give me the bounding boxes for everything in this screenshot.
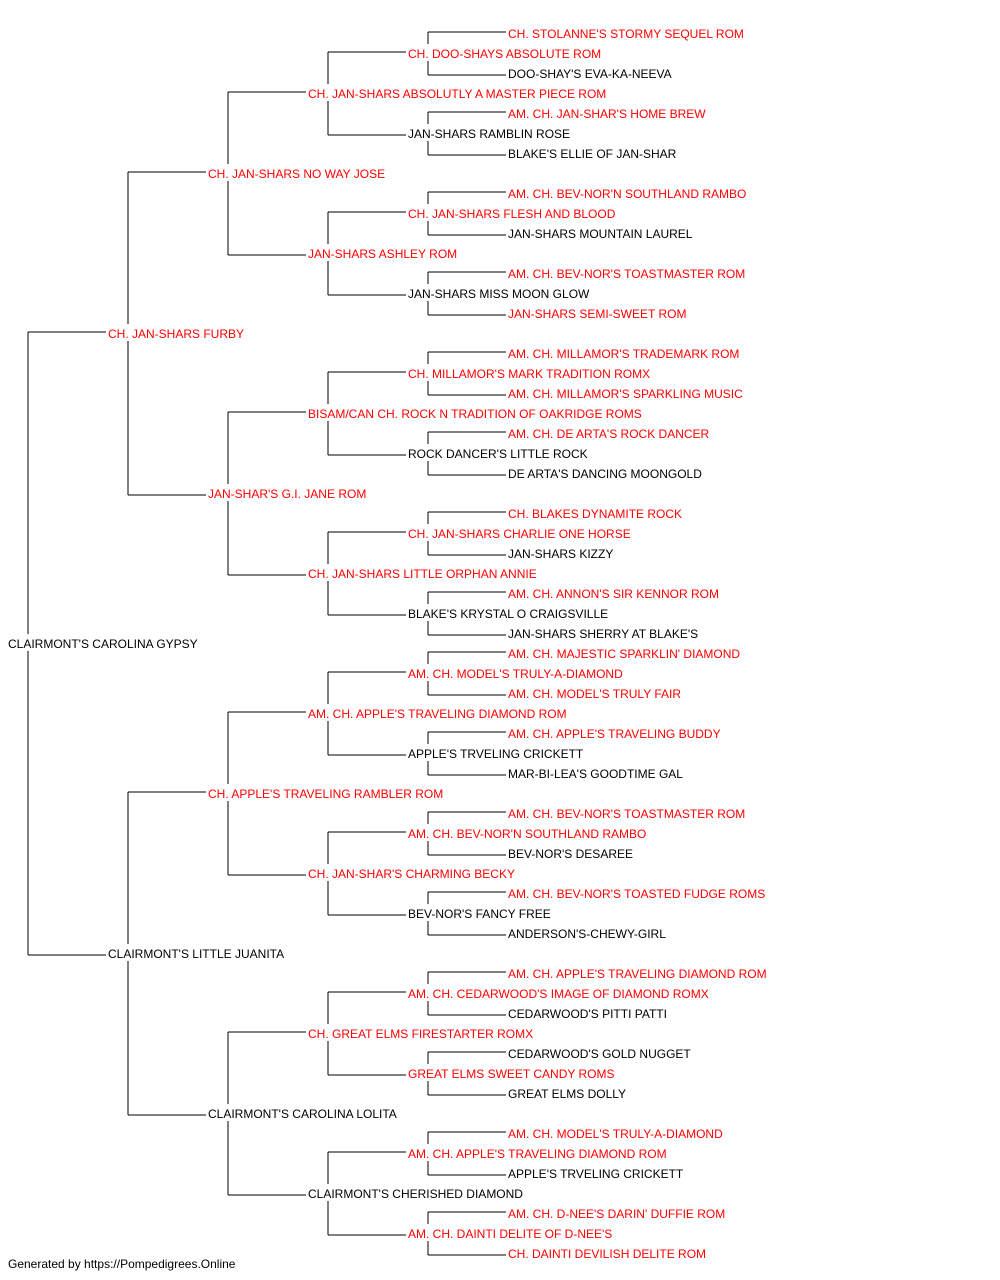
ancestor-name: AM. CH. APPLE'S TRAVELING BUDDY bbox=[507, 727, 722, 741]
ancestor-name: BEV-NOR'S FANCY FREE bbox=[407, 907, 552, 921]
ancestor-name: CLAIRMONT'S CAROLINA LOLITA bbox=[207, 1107, 398, 1121]
ancestor-name: AM. CH. BEV-NOR'S TOASTMASTER ROM bbox=[507, 267, 747, 281]
ancestor-name: CH. BLAKES DYNAMITE ROCK bbox=[507, 507, 684, 521]
ancestor-name: GREAT ELMS SWEET CANDY ROMS bbox=[407, 1067, 616, 1081]
ancestor-name: JAN-SHARS RAMBLIN ROSE bbox=[407, 127, 572, 141]
ancestor-name: AM. CH. BEV-NOR'N SOUTHLAND RAMBO bbox=[507, 187, 748, 201]
ancestor-name: AM. CH. APPLE'S TRAVELING DIAMOND ROM bbox=[407, 1147, 668, 1161]
ancestor-name: AM. CH. MODEL'S TRULY-A-DIAMOND bbox=[507, 1127, 724, 1141]
footer-credit: Generated by https://Pompedigrees.Online bbox=[8, 1257, 236, 1271]
ancestor-name: AM. CH. DE ARTA'S ROCK DANCER bbox=[507, 427, 711, 441]
ancestor-name: APPLE'S TRVELING CRICKETT bbox=[407, 747, 585, 761]
ancestor-name: JAN-SHARS MOUNTAIN LAUREL bbox=[507, 227, 694, 241]
ancestor-name: AM. CH. MODEL'S TRULY-A-DIAMOND bbox=[407, 667, 624, 681]
ancestor-name: CH. JAN-SHARS NO WAY JOSE bbox=[207, 167, 387, 181]
ancestor-name: CH. JAN-SHARS LITTLE ORPHAN ANNIE bbox=[307, 567, 538, 581]
ancestor-name: CLAIRMONT'S LITTLE JUANITA bbox=[107, 947, 286, 961]
ancestor-name: DOO-SHAY'S EVA-KA-NEEVA bbox=[507, 67, 673, 81]
ancestor-name: CH. STOLANNE'S STORMY SEQUEL ROM bbox=[507, 27, 745, 41]
ancestor-name: CH. DOO-SHAYS ABSOLUTE ROM bbox=[407, 47, 603, 61]
ancestor-name: AM. CH. CEDARWOOD'S IMAGE OF DIAMOND ROM… bbox=[407, 987, 710, 1001]
ancestor-name: ANDERSON'S-CHEWY-GIRL bbox=[507, 927, 667, 941]
ancestor-name: CH. JAN-SHARS FURBY bbox=[107, 327, 246, 341]
ancestor-name: JAN-SHARS MISS MOON GLOW bbox=[407, 287, 591, 301]
ancestor-name: AM. CH. D-NEE'S DARIN' DUFFIE ROM bbox=[507, 1207, 727, 1221]
ancestor-name: JAN-SHARS SEMI-SWEET ROM bbox=[507, 307, 688, 321]
ancestor-name: CH. JAN-SHARS FLESH AND BLOOD bbox=[407, 207, 617, 221]
ancestor-name: JAN-SHARS SHERRY AT BLAKE'S bbox=[507, 627, 700, 641]
ancestor-name: AM. CH. MILLAMOR'S TRADEMARK ROM bbox=[507, 347, 741, 361]
ancestor-name: CH. GREAT ELMS FIRESTARTER ROMX bbox=[307, 1027, 535, 1041]
subject-dog-name: CLAIRMONT'S CAROLINA GYPSY bbox=[7, 637, 199, 651]
ancestor-name: AM. CH. BEV-NOR'S TOASTMASTER ROM bbox=[507, 807, 747, 821]
ancestor-name: JAN-SHAR'S G.I. JANE ROM bbox=[207, 487, 368, 501]
ancestor-name: BLAKE'S ELLIE OF JAN-SHAR bbox=[507, 147, 678, 161]
ancestor-name: ROCK DANCER'S LITTLE ROCK bbox=[407, 447, 589, 461]
ancestor-name: GREAT ELMS DOLLY bbox=[507, 1087, 628, 1101]
ancestor-name: AM. CH. BEV-NOR'S TOASTED FUDGE ROMS bbox=[507, 887, 767, 901]
ancestor-name: CH. APPLE'S TRAVELING RAMBLER ROM bbox=[207, 787, 445, 801]
ancestor-name: BLAKE'S KRYSTAL O CRAIGSVILLE bbox=[407, 607, 610, 621]
ancestor-name: CLAIRMONT'S CHERISHED DIAMOND bbox=[307, 1187, 524, 1201]
ancestor-name: CH. MILLAMOR'S MARK TRADITION ROMX bbox=[407, 367, 652, 381]
ancestor-name: AM. CH. APPLE'S TRAVELING DIAMOND ROM bbox=[507, 967, 768, 981]
ancestor-name: MAR-BI-LEA'S GOODTIME GAL bbox=[507, 767, 684, 781]
ancestor-name: CH. JAN-SHARS ABSOLUTLY A MASTER PIECE R… bbox=[307, 87, 608, 101]
ancestor-name: BISAM/CAN CH. ROCK N TRADITION OF OAKRID… bbox=[307, 407, 643, 421]
ancestor-name: CH. JAN-SHARS CHARLIE ONE HORSE bbox=[407, 527, 632, 541]
ancestor-name: AM. CH. DAINTI DELITE OF D-NEE'S bbox=[407, 1227, 614, 1241]
ancestor-name: CH. DAINTI DEVILISH DELITE ROM bbox=[507, 1247, 708, 1261]
ancestor-name: CH. JAN-SHAR'S CHARMING BECKY bbox=[307, 867, 516, 881]
ancestor-name: DE ARTA'S DANCING MOONGOLD bbox=[507, 467, 703, 481]
ancestor-name: AM. CH. MAJESTIC SPARKLIN' DIAMOND bbox=[507, 647, 742, 661]
ancestor-name: JAN-SHARS ASHLEY ROM bbox=[307, 247, 459, 261]
ancestor-name: AM. CH. APPLE'S TRAVELING DIAMOND ROM bbox=[307, 707, 568, 721]
ancestor-name: AM. CH. MILLAMOR'S SPARKLING MUSIC bbox=[507, 387, 744, 401]
ancestor-name: AM. CH. MODEL'S TRULY FAIR bbox=[507, 687, 682, 701]
ancestor-name: CEDARWOOD'S GOLD NUGGET bbox=[507, 1047, 692, 1061]
ancestor-name: APPLE'S TRVELING CRICKETT bbox=[507, 1167, 685, 1181]
ancestor-name: AM. CH. JAN-SHAR'S HOME BREW bbox=[507, 107, 707, 121]
ancestor-name: CEDARWOOD'S PITTI PATTI bbox=[507, 1007, 668, 1021]
ancestor-name: AM. CH. BEV-NOR'N SOUTHLAND RAMBO bbox=[407, 827, 648, 841]
ancestor-name: AM. CH. ANNON'S SIR KENNOR ROM bbox=[507, 587, 720, 601]
ancestor-name: JAN-SHARS KIZZY bbox=[507, 547, 615, 561]
ancestor-name: BEV-NOR'S DESAREE bbox=[507, 847, 634, 861]
